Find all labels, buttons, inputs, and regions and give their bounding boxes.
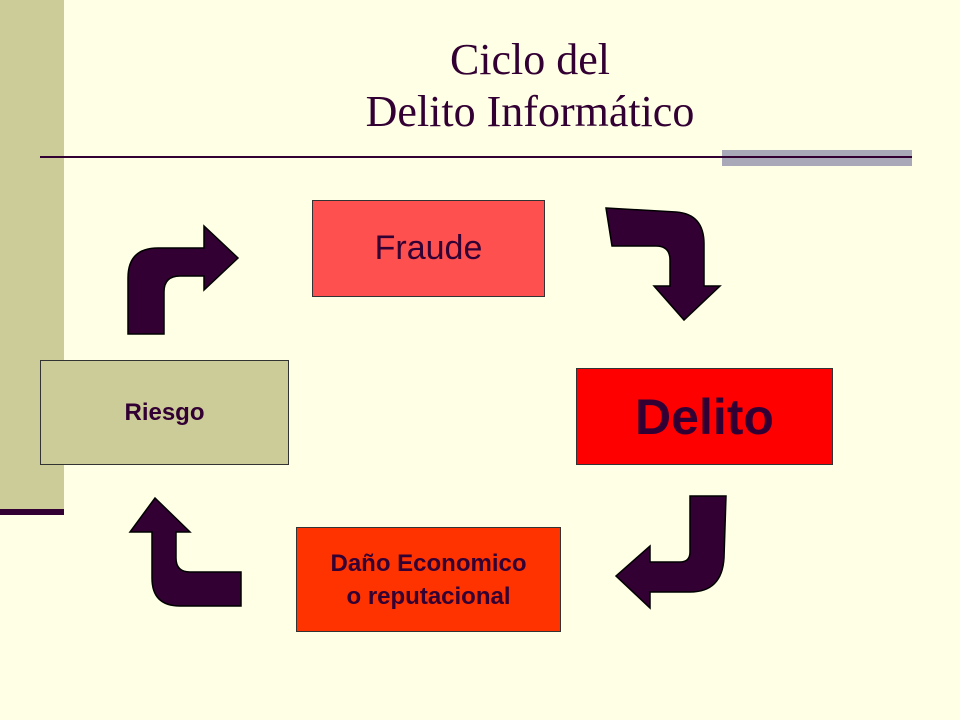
fraude-box: Fraude bbox=[312, 200, 545, 297]
left-accent-tick bbox=[0, 509, 64, 515]
dano-box: Daño Economico o reputacional bbox=[296, 527, 561, 632]
arrow-fraude-to-delito bbox=[605, 207, 722, 322]
title-accent-bar bbox=[722, 150, 912, 166]
dano-label-line-1: Daño Economico bbox=[330, 549, 527, 577]
fraude-label: Fraude bbox=[374, 229, 483, 267]
title-line-1: Ciclo del bbox=[449, 35, 611, 84]
dano-label-line-2: o reputacional bbox=[346, 582, 511, 610]
title-underline bbox=[40, 156, 912, 158]
delito-label: Delito bbox=[635, 388, 774, 445]
arrow-dano-to-riesgo bbox=[128, 496, 242, 607]
title-line-2: Delito Informático bbox=[365, 87, 695, 136]
delito-box: Delito bbox=[576, 368, 833, 465]
riesgo-label: Riesgo bbox=[124, 398, 205, 426]
arrow-delito-to-dano bbox=[614, 495, 727, 610]
riesgo-box: Riesgo bbox=[40, 360, 289, 465]
arrow-riesgo-to-fraude bbox=[127, 224, 240, 335]
slide-title: Ciclo del Delito Informático bbox=[250, 34, 810, 138]
